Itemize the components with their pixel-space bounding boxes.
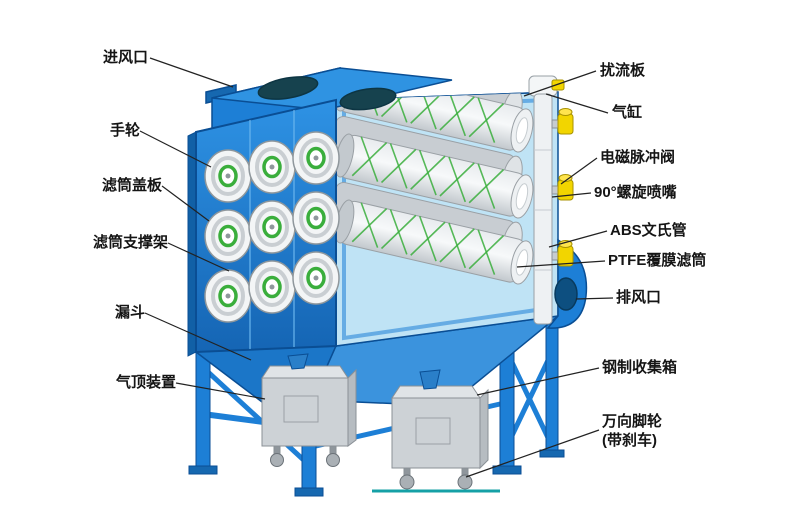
label-exhaust-outlet: 排风口	[616, 289, 662, 306]
leader-line-air-cylinder	[545, 93, 609, 114]
label-ptfe-filter-cartridge: PTFE覆膜滤筒	[608, 252, 707, 269]
leader-line-spiral-nozzle-90	[551, 192, 592, 198]
filter-cover-port	[248, 260, 296, 314]
leader-line-cartridge-support-frame	[167, 242, 230, 272]
top-lid	[205, 67, 453, 133]
label-swivel-caster-line1: 万向脚轮	[602, 413, 663, 430]
blow-pipe	[533, 93, 553, 325]
leader-line-air-top-device	[175, 382, 266, 400]
inlet-opening-2	[339, 87, 397, 111]
label-abs-venturi-tube: ABS文氏管	[610, 222, 687, 239]
label-hopper: 漏斗	[114, 304, 145, 321]
filter-cartridge-row-2	[336, 133, 534, 219]
filter-cover-port	[204, 269, 252, 323]
leader-line-steel-collection-box	[476, 367, 600, 396]
filter-cover-port	[204, 209, 252, 263]
collection-box-right	[372, 385, 500, 493]
leader-line-solenoid-pulse-valve	[560, 157, 598, 185]
top-yellow-fitting	[551, 79, 565, 91]
label-baffle-plate: 扰流板	[600, 62, 646, 79]
leader-line-baffle-plate	[523, 70, 597, 97]
label-cartridge-support-frame: 滤筒支撑架	[92, 234, 168, 251]
filter-cover-port	[292, 191, 340, 245]
label-solenoid-pulse-valve: 电磁脉冲阀	[600, 149, 676, 166]
label-spiral-nozzle-90: 90°螺旋喷嘴	[594, 184, 677, 201]
leader-line-air-inlet	[149, 57, 234, 88]
collection-box-left	[261, 365, 357, 467]
leader-line-handwheel	[139, 130, 212, 168]
leader-lines	[139, 57, 614, 478]
exhaust-outlet-opening	[554, 277, 578, 311]
filter-cover-port	[248, 200, 296, 254]
label-air-inlet: 进风口	[102, 49, 148, 66]
hopper-discharge-tubes	[287, 353, 441, 390]
filter-cartridges	[336, 92, 534, 285]
inlet-opening-1	[257, 76, 319, 100]
label-handwheel: 手轮	[109, 122, 140, 139]
label-swivel-caster: 万向脚轮 (带刹车)	[602, 412, 662, 450]
filter-cover-port	[292, 131, 340, 185]
label-swivel-caster-line2: (带刹车)	[602, 432, 657, 449]
filter-cover-port	[248, 140, 296, 194]
leader-line-swivel-caster	[465, 429, 600, 478]
label-air-cylinder: 气缸	[612, 104, 643, 121]
filter-cartridge-row-3	[336, 199, 534, 285]
label-steel-collection-box: 钢制收集箱	[602, 359, 678, 376]
exhaust-outlet-duct	[546, 238, 588, 329]
leader-line-ptfe-filter-cartridge	[516, 260, 606, 268]
leader-line-abs-venturi-tube	[548, 230, 608, 248]
label-cartridge-cover-plate: 滤筒盖板	[101, 177, 162, 194]
filter-cover-port	[204, 149, 252, 203]
label-air-top-device: 气顶装置	[115, 374, 176, 391]
filter-cover-port	[292, 251, 340, 305]
pulse-valve-1	[551, 108, 574, 135]
leader-line-cartridge-cover-plate	[161, 185, 210, 222]
leader-line-hopper	[144, 312, 252, 361]
filter-cover-ports	[204, 131, 340, 323]
leader-line-exhaust-outlet	[575, 297, 614, 300]
